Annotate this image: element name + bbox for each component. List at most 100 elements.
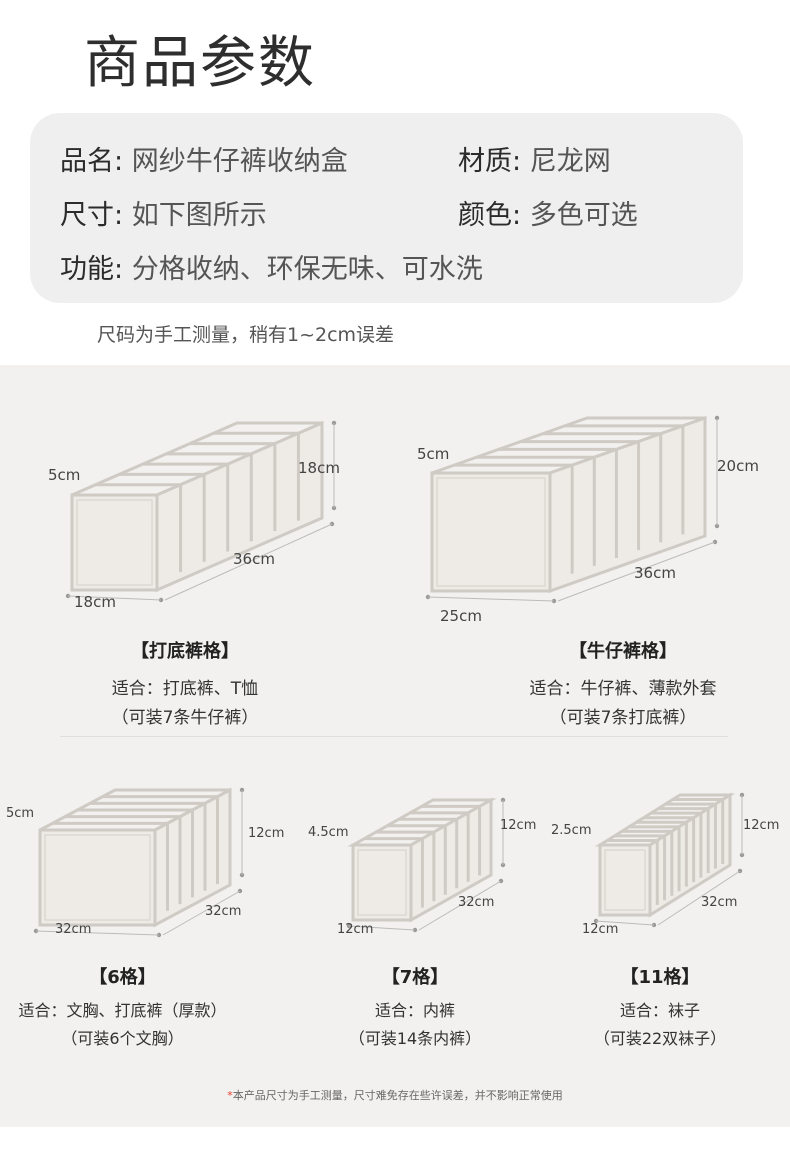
compartment-divider: [564, 424, 685, 535]
product-caption-7-grid: 【7格】 适合：内裤 （可装14条内裤）: [330, 963, 500, 1049]
dim-height: 20cm: [717, 457, 759, 475]
param-material: 材质: 尼龙网: [458, 139, 611, 178]
footnote-text: 本产品尺寸为手工测量，尺寸难免存在些许误差，并不影响正常使用: [232, 1089, 563, 1102]
param-color: 颜色: 多色可选: [458, 193, 638, 232]
caption-suitable: 适合：打底裤、T恤: [111, 679, 259, 699]
box-illustration-11-grid: [593, 792, 745, 928]
dim-length: 32cm: [458, 895, 495, 910]
compartment-divider: [102, 795, 219, 885]
compartment-divider: [498, 447, 618, 558]
product-caption-11-grid: 【11格】 适合：袜子 （可装22双袜子）: [575, 963, 745, 1049]
compartment-divider: [636, 820, 688, 887]
caption-capacity: （可装7条牛仔裤）: [111, 708, 259, 728]
compartment-divider: [398, 817, 459, 889]
dim-length: 32cm: [55, 922, 92, 937]
compartment-divider: [607, 838, 659, 905]
box-front-panel: [598, 843, 652, 917]
dimension-dot: [425, 594, 431, 600]
compartment-divider: [665, 802, 717, 869]
dimension-line: [67, 595, 162, 601]
box-front-panel: [430, 471, 552, 593]
dim-height: 12cm: [500, 818, 537, 833]
compartment-divider: [213, 431, 300, 521]
dim-height: 12cm: [743, 818, 780, 833]
dim-width: 18cm: [74, 593, 116, 611]
caption-capacity: （可装14条内裤）: [348, 1029, 482, 1048]
box-front-inner: [76, 499, 153, 586]
compartment-divider: [650, 811, 703, 878]
dim-slot: 5cm: [48, 466, 81, 484]
caption-capacity: （可装6个文胸）: [61, 1029, 184, 1048]
box-illustration-jeans: [425, 415, 720, 604]
dim-width: 32cm: [205, 904, 242, 919]
product-caption-jeans: 【牛仔裤格】 适合：牛仔裤、薄款外套 （可装7条打底裤）: [513, 637, 733, 728]
dimension-line: [557, 541, 716, 602]
dimension-line: [427, 596, 555, 602]
param-function: 功能: 分格收纳、环保无味、可水洗: [60, 247, 483, 286]
caption-suitable: 适合：牛仔裤、薄款外套: [529, 679, 717, 699]
caption-capacity: （可装7条打底裤）: [549, 708, 697, 728]
dimension-line: [162, 890, 241, 936]
param-label: 尺寸:: [60, 200, 124, 231]
box-illustration-7-grid: [346, 797, 506, 933]
dimension-line: [595, 920, 655, 926]
compartment-divider: [658, 807, 710, 874]
footnote: *本产品尺寸为手工测量，尺寸难免存在些许误差，并不影响正常使用: [0, 1087, 790, 1103]
compartment-divider: [364, 837, 424, 908]
compartment-divider: [614, 834, 667, 901]
compartment-divider: [629, 825, 681, 892]
caption-title: 【打底裤格】: [131, 641, 239, 662]
box-front-panel: [351, 843, 413, 922]
box-illustration-6-grid: [33, 787, 245, 938]
param-value: 网纱牛仔裤收纳盒: [131, 146, 348, 177]
caption-title: 【11格】: [620, 967, 700, 988]
dimension-line: [657, 870, 741, 926]
parameter-card: 品名: 网纱牛仔裤收纳盒 材质: 尼龙网 尺寸: 如下图所示 颜色: 多色可选 …: [30, 113, 743, 303]
box-front-inner: [604, 849, 646, 911]
dimension-dot: [158, 597, 164, 603]
measurement-note: 尺码为手工测量，稍有1~2cm误差: [97, 324, 395, 346]
dim-length: 36cm: [634, 564, 676, 582]
dimension-line: [418, 880, 502, 931]
compartment-divider: [375, 830, 436, 902]
caption-capacity: （可装22双袜子）: [593, 1029, 727, 1048]
caption-title: 【7格】: [381, 967, 449, 988]
dim-length: 32cm: [701, 895, 738, 910]
compartment-divider: [77, 808, 194, 898]
compartment-divider: [672, 798, 725, 864]
dim-width: 12cm: [582, 922, 619, 937]
dim-slot: 5cm: [417, 445, 450, 463]
box-front-inner: [436, 477, 546, 587]
compartment-divider: [520, 440, 641, 551]
dim-width: 12cm: [337, 922, 374, 937]
compartment-divider: [421, 804, 482, 876]
compartment-divider: [387, 824, 447, 895]
dim-length: 36cm: [233, 550, 275, 568]
caption-title: 【牛仔裤格】: [569, 641, 677, 662]
compartment-divider: [65, 815, 182, 905]
param-value: 多色可选: [529, 200, 638, 231]
caption-suitable: 适合：内裤: [374, 1001, 455, 1020]
param-value: 尼龙网: [529, 146, 611, 177]
compartment-divider: [410, 811, 470, 882]
compartment-divider: [189, 442, 277, 531]
compartment-divider: [119, 472, 206, 562]
param-label: 颜色:: [458, 200, 522, 231]
compartment-divider: [52, 821, 169, 911]
dimension-line: [35, 930, 160, 936]
caption-suitable: 适合：袜子: [619, 1001, 700, 1020]
section-divider: [60, 736, 728, 737]
box-front-panel: [38, 828, 157, 927]
caption-title: 【6格】: [89, 967, 156, 988]
product-caption-6-grid: 【6格】 适合：文胸、打底裤（厚款） （可装6个文胸）: [5, 963, 240, 1049]
compartment-divider: [476, 455, 596, 566]
dim-slot: 5cm: [6, 806, 35, 821]
param-size: 尺寸: 如下图所示: [60, 193, 267, 232]
compartment-divider: [166, 452, 253, 542]
compartment-divider: [142, 462, 230, 552]
dim-slot: 2.5cm: [551, 823, 592, 838]
compartment-divider: [454, 463, 574, 574]
box-front-panel: [70, 493, 159, 592]
box-front-inner: [357, 849, 407, 916]
param-label: 材质:: [458, 146, 522, 177]
